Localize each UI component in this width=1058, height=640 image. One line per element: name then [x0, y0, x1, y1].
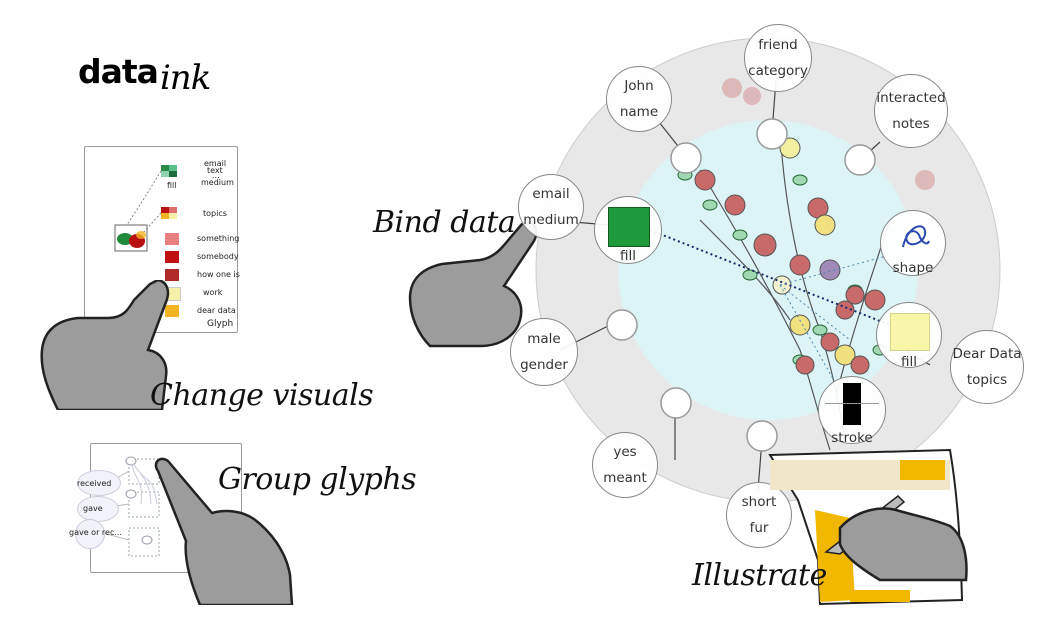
node-john-line1: John — [624, 78, 654, 94]
node-deardata-line1: Dear Data — [952, 346, 1022, 362]
glyph-footer: Glyph — [207, 319, 234, 329]
node-interacted-line2: notes — [892, 116, 930, 132]
legend-line-3: ... — [212, 171, 220, 180]
visual-fill-yellow-label: fill — [900, 354, 917, 370]
node-short-line1: short — [741, 494, 777, 510]
node-yes-line1: yes — [613, 444, 637, 460]
visual-fill-green[interactable]: fill — [594, 196, 662, 264]
node-yes-line2: meant — [603, 470, 647, 486]
visual-shape-label: shape — [892, 260, 934, 276]
node-friend-line1: friend — [758, 37, 798, 53]
node-interacted-notes[interactable]: interacted notes — [874, 74, 948, 148]
drawing-hand-icon — [824, 495, 968, 582]
glyph-fill-label: fill — [167, 181, 177, 190]
dragging-hand-icon — [154, 457, 294, 605]
node-yes-meant[interactable]: yes meant — [592, 432, 658, 498]
label-somebody: somebody — [197, 252, 239, 261]
legend-line-4: medium — [201, 178, 234, 187]
data-wheel-canvas — [535, 37, 1001, 503]
node-male-gender[interactable]: male gender — [510, 318, 578, 386]
binding-hand-icon — [408, 220, 538, 348]
node-interacted-line1: interacted — [876, 90, 946, 106]
datainnk-logo: dataink — [78, 52, 211, 98]
logo-data-text: data — [78, 52, 159, 91]
node-male-line1: male — [527, 331, 561, 347]
node-email-line1: email — [532, 186, 570, 202]
label-dear-data: dear data — [197, 306, 236, 315]
label-something: something — [197, 234, 240, 243]
node-male-line2: gender — [520, 357, 568, 373]
yellow-fill-swatch — [890, 313, 930, 351]
node-friend-line2: category — [748, 63, 808, 79]
green-fill-swatch — [608, 207, 650, 247]
caption-group-glyphs: Group glyphs — [218, 462, 417, 497]
visual-stroke[interactable]: stroke — [818, 376, 886, 446]
visual-fill-green-label: fill — [619, 248, 636, 264]
visual-shape[interactable]: shape — [880, 210, 946, 276]
group-label-received: received — [77, 479, 112, 488]
group-label-gave: gave — [83, 504, 103, 513]
swatch-something[interactable] — [165, 233, 179, 245]
visual-stroke-label: stroke — [831, 430, 873, 446]
node-short-fur[interactable]: short fur — [726, 482, 792, 548]
caption-illustrate: Illustrate — [692, 558, 827, 593]
topics-label: topics — [203, 209, 227, 218]
caption-change-visuals: Change visuals — [150, 378, 374, 413]
node-john-line2: name — [619, 104, 659, 120]
group-node-gave-or-rec[interactable] — [75, 519, 105, 549]
scribble-shape-icon — [902, 225, 930, 248]
label-work: work — [203, 288, 223, 297]
stroke-swatch — [843, 383, 861, 425]
caption-bind-data: Bind data — [373, 205, 516, 240]
visual-fill-yellow[interactable]: fill — [876, 302, 942, 370]
logo-ink-text: ink — [159, 58, 211, 98]
pointing-hand-icon — [40, 280, 170, 410]
node-john-name[interactable]: John name — [606, 66, 672, 132]
node-friend-category[interactable]: friend category — [744, 24, 812, 92]
swatch-somebody[interactable] — [165, 251, 179, 263]
swatch-how-one-is[interactable] — [165, 269, 179, 281]
node-email-line2: medium — [523, 212, 579, 228]
label-how-one-is: how one is — [197, 270, 240, 279]
node-short-line2: fur — [749, 520, 769, 536]
stroke-divider — [825, 403, 879, 404]
node-deardata-line2: topics — [966, 372, 1008, 388]
node-email-medium[interactable]: email medium — [518, 174, 584, 240]
legend-line-1: email — [204, 159, 227, 168]
node-dear-data-topics[interactable]: Dear Data topics — [950, 330, 1024, 404]
group-label-gave-or-rec: gave or rec... — [69, 528, 122, 537]
swatch-dear-data[interactable] — [165, 305, 179, 317]
group-node-received[interactable] — [77, 470, 121, 496]
glyph-editor-canvas — [114, 165, 177, 252]
legend-line-2: text — [207, 166, 223, 175]
